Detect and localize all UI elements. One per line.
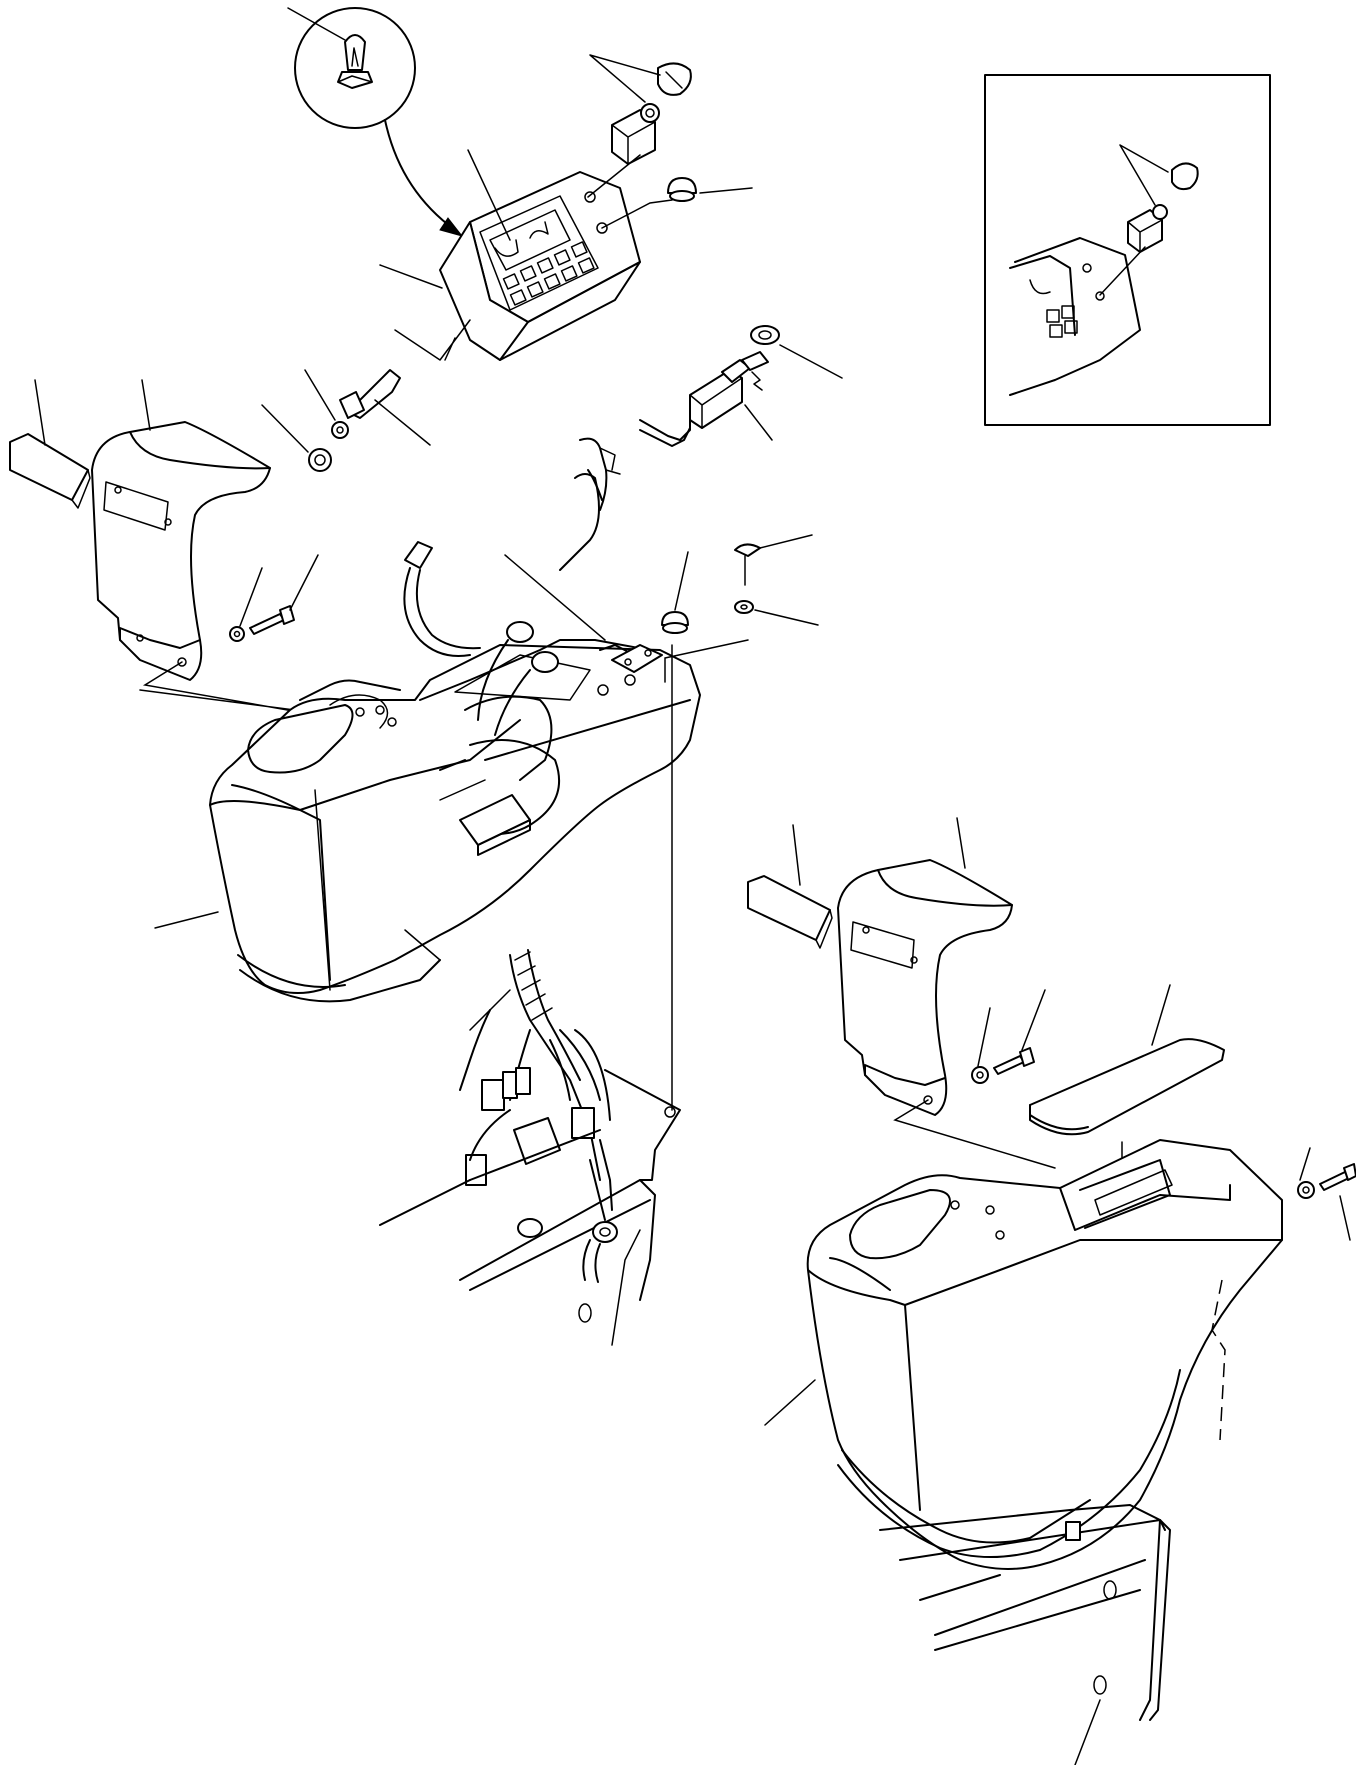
nuts	[262, 370, 348, 471]
switch-bracket	[505, 552, 688, 672]
bulb-icon	[338, 35, 372, 88]
right-screws-and-washers	[972, 990, 1356, 1240]
monitor-panel	[380, 150, 640, 360]
rotary-switch-knob	[658, 63, 691, 94]
monitor-display-icon	[480, 196, 598, 310]
detail-inset	[985, 75, 1270, 425]
right-console-base	[880, 1505, 1170, 1765]
detail-switch-icon	[1128, 163, 1198, 252]
right-cover-label	[748, 825, 832, 948]
armrest-pad	[1030, 985, 1224, 1225]
indicator-cap	[602, 178, 752, 228]
panel-screw	[665, 535, 818, 682]
rotary-switch	[612, 104, 659, 164]
right-console	[765, 1140, 1282, 1569]
left-cover	[92, 380, 270, 680]
screws-and-washers	[230, 555, 318, 641]
key-switch-nut	[751, 326, 779, 344]
left-cover-label	[10, 380, 90, 508]
wiring-harness	[404, 439, 620, 1220]
toggle-lever	[340, 320, 470, 445]
left-console	[155, 640, 700, 1001]
left-console-base	[380, 645, 680, 1345]
right-cover	[838, 818, 1012, 1115]
detail-panel-fragment	[1010, 238, 1140, 395]
bulb-callout	[288, 8, 462, 236]
key-switch	[690, 345, 842, 440]
